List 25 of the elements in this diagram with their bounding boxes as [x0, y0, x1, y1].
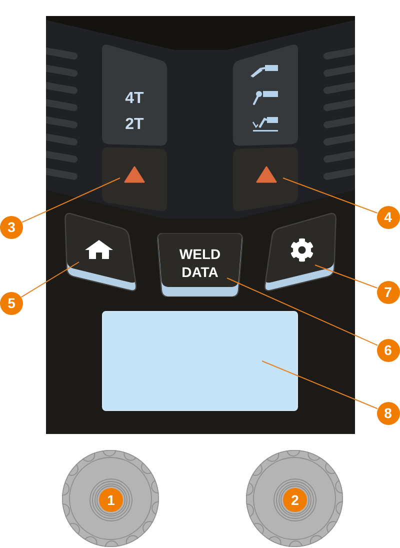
callout-number: 4: [376, 206, 400, 228]
weld-data-button: WELD DATA: [157, 233, 243, 297]
leader-line: [21, 178, 120, 223]
callout-number: 7: [376, 280, 400, 304]
leader-line: [20, 262, 80, 298]
mode-label: 4T: [125, 89, 144, 109]
leader-line: [226, 278, 378, 346]
arrow-button: [233, 147, 298, 212]
control-knob: [246, 450, 343, 547]
home-button: [64, 211, 138, 293]
arrow-button: [102, 147, 167, 212]
callout-number: 6: [376, 338, 400, 362]
leader-line: [282, 178, 378, 214]
control-panel: [46, 16, 355, 434]
callout-number: 3: [0, 216, 23, 238]
callout-number: 5: [0, 292, 23, 314]
mode-display-tile: [102, 42, 167, 146]
callout-number: 8: [376, 402, 400, 424]
settings-button: [263, 211, 337, 293]
control-knob: [62, 450, 159, 547]
leader-line: [314, 264, 378, 288]
leader-line: [262, 360, 378, 410]
mode-label: 2T: [125, 115, 144, 135]
display-screen: [102, 311, 298, 411]
process-display-tile: [233, 42, 298, 146]
